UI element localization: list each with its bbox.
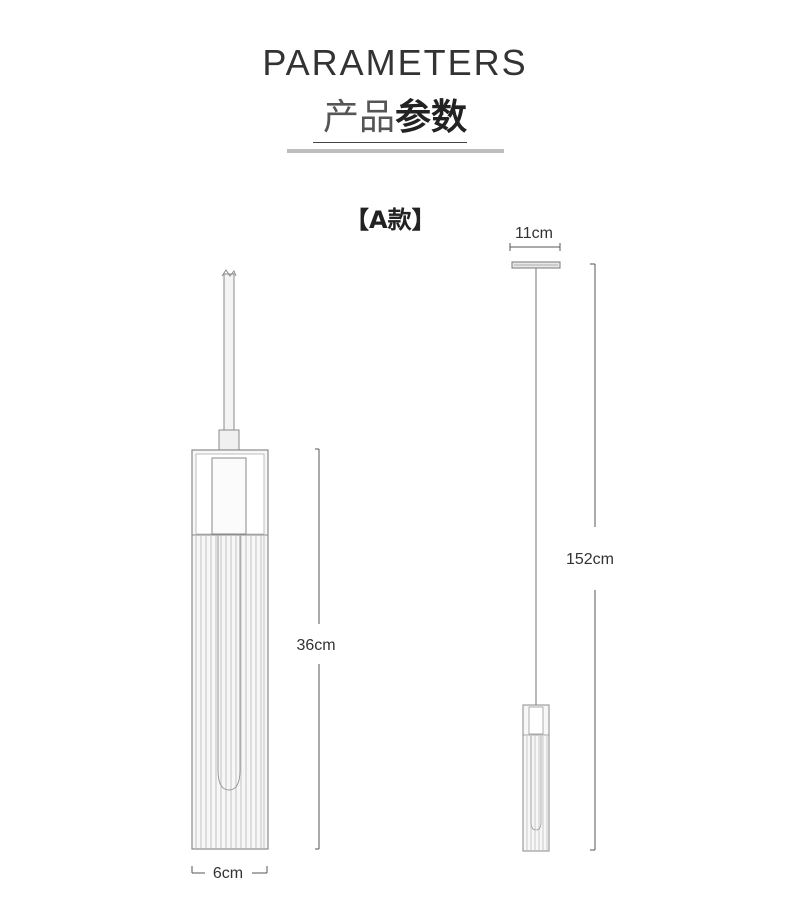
dim-canopy-width — [509, 243, 561, 251]
lamp-overview: 11cm 152cm — [509, 225, 614, 852]
dim-shade-width-label: 6cm — [213, 865, 243, 882]
title-cn-light: 产品 — [322, 97, 395, 138]
title-cn-bold: 参数 — [395, 97, 468, 138]
lamp-bulb — [217, 534, 241, 791]
title-underline-thick — [287, 149, 504, 153]
dim-shade-height-label: 36cm — [296, 637, 335, 654]
lamp-cord — [218, 269, 240, 455]
variant-label: 【A款】 — [345, 206, 436, 234]
dim-shade-height — [315, 448, 320, 850]
lamp-socket — [211, 457, 247, 535]
title-underline-thin — [313, 142, 467, 143]
page-title-en: PARAMETERS — [262, 42, 528, 83]
dim-total-height-label: 152cm — [566, 551, 614, 568]
dim-shade-width — [191, 866, 268, 874]
lamp-detail: 36cm 6cm — [191, 269, 336, 882]
dim-total-height — [590, 263, 596, 851]
dim-canopy-width-label: 11cm — [515, 225, 553, 242]
page-title-cn: 产品参数 — [0, 88, 790, 140]
shade-ribs — [192, 534, 268, 848]
